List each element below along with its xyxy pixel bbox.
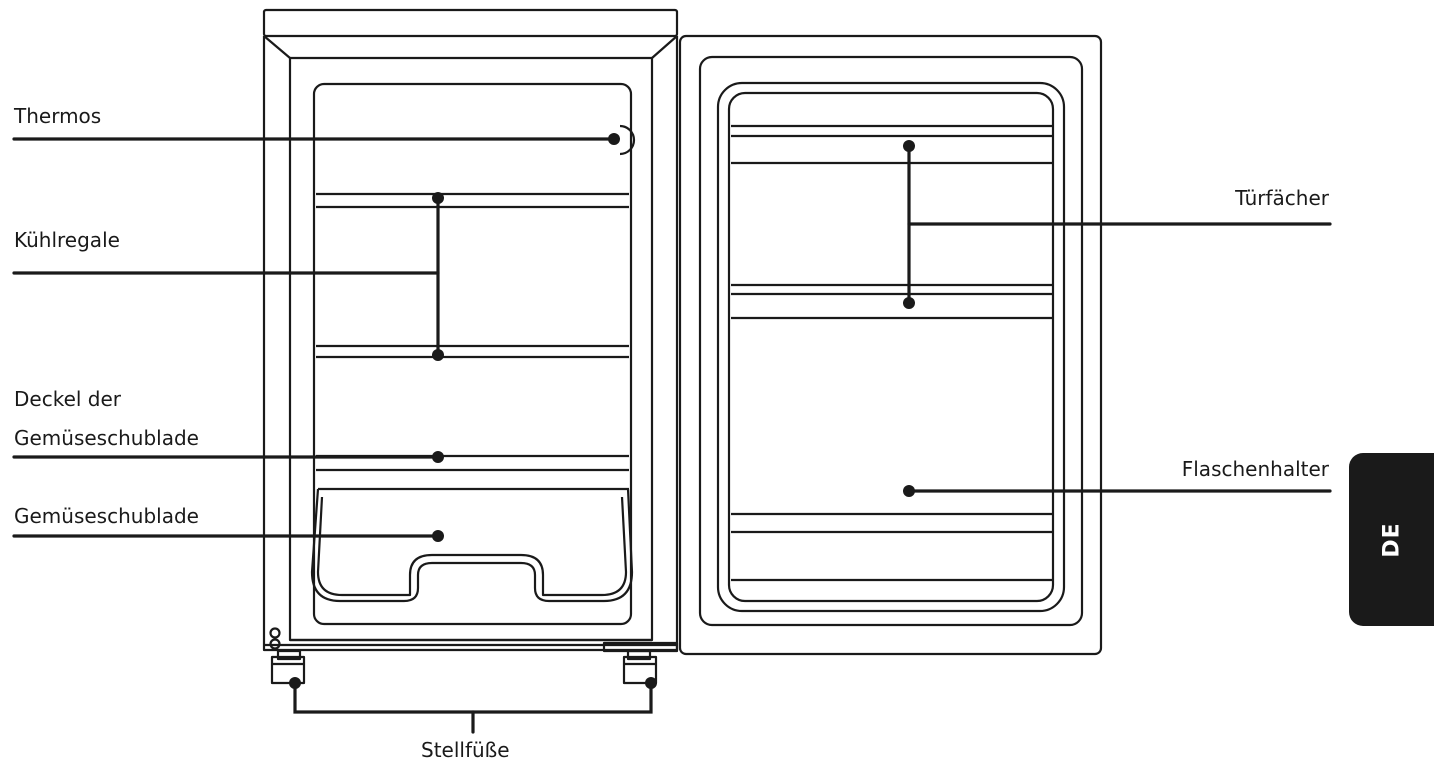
label-crisper-drawer: Gemüseschublade — [14, 504, 199, 528]
cooling-shelves — [316, 192, 629, 359]
dot-door-bin-bottom — [903, 297, 915, 309]
label-thermos: Thermos — [14, 104, 102, 128]
language-tab: DE — [1349, 453, 1434, 626]
label-bottle-holder: Flaschenhalter — [1181, 457, 1329, 481]
label-cooling-shelves: Kühlregale — [14, 228, 120, 252]
dot-door-bin-top — [903, 140, 915, 152]
door-bins — [731, 124, 1052, 320]
leader-dots — [289, 133, 915, 689]
label-adjustable-feet: Stellfüße — [421, 738, 510, 762]
crisper-drawer — [310, 487, 634, 603]
label-crisper-lid-line2: Gemüseschublade — [14, 426, 199, 450]
dot-thermos — [608, 133, 620, 145]
leader-feet — [293, 681, 653, 734]
label-crisper-lid-line1: Deckel der — [14, 387, 122, 411]
dot-shelf-bottom — [432, 349, 444, 361]
dot-bottle-holder — [903, 485, 915, 497]
leader-cooling-shelves — [12, 196, 440, 357]
language-tab-label: DE — [1379, 521, 1404, 558]
label-door-bins: Türfächer — [1235, 186, 1329, 210]
dot-crisper-drawer — [432, 530, 444, 542]
adjustable-feet — [270, 649, 658, 685]
dot-foot-right — [645, 677, 657, 689]
fridge-body — [262, 8, 679, 653]
leader-door-bins — [907, 144, 1332, 305]
dot-crisper-lid — [432, 451, 444, 463]
bottle-holder — [731, 512, 1052, 582]
fridge-door — [678, 34, 1103, 656]
dot-shelf-top — [432, 192, 444, 204]
dot-foot-left — [289, 677, 301, 689]
